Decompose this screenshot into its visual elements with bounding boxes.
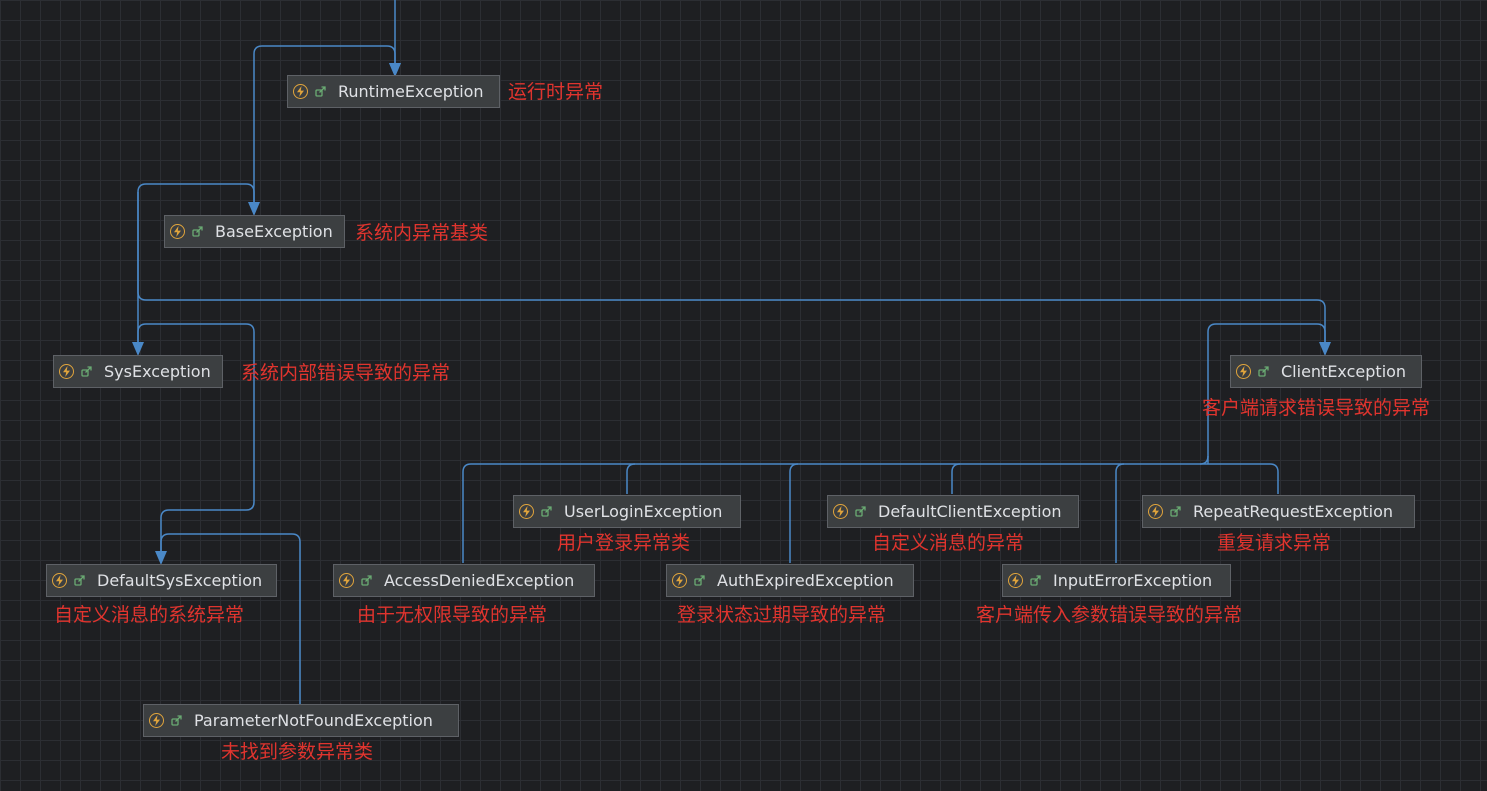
node-label: AuthExpiredException: [717, 571, 894, 590]
node-default-client-exception[interactable]: DefaultClientException: [827, 495, 1079, 528]
public-modifier-icon: [171, 715, 182, 726]
edge-sys-base: [137, 183, 260, 354]
note-client-exception: 客户端请求错误导致的异常: [1202, 397, 1431, 419]
public-modifier-icon: [192, 226, 203, 237]
note-default-sys-exception: 自定义消息的系统异常: [54, 604, 245, 626]
public-modifier-icon: [855, 506, 866, 517]
public-modifier-icon: [1170, 506, 1181, 517]
note-base-exception: 系统内异常基类: [355, 222, 489, 244]
public-modifier-icon: [81, 366, 92, 377]
exception-class-icon: [170, 224, 185, 239]
node-label: SysException: [104, 362, 211, 381]
node-label: RuntimeException: [338, 82, 484, 101]
edge-defaultclient-bus: [951, 463, 961, 494]
node-client-exception[interactable]: ClientException: [1230, 355, 1422, 388]
exception-class-icon: [1236, 364, 1251, 379]
exception-class-icon: [52, 573, 67, 588]
node-label: ClientException: [1281, 362, 1407, 381]
note-runtime-exception: 运行时异常: [508, 81, 604, 103]
node-input-error-exception[interactable]: InputErrorException: [1002, 564, 1231, 597]
node-repeat-request-exception[interactable]: RepeatRequestException: [1142, 495, 1415, 528]
note-parameter-not-found-exception: 未找到参数异常类: [221, 741, 374, 763]
exception-class-icon: [149, 713, 164, 728]
edge-base-runtime: [253, 45, 401, 214]
edge-clientsubs-client: [1207, 323, 1331, 464]
exception-class-icon: [293, 84, 308, 99]
node-label: DefaultClientException: [878, 502, 1062, 521]
node-auth-expired-exception[interactable]: AuthExpiredException: [666, 564, 914, 597]
exception-class-icon: [1148, 504, 1163, 519]
note-access-denied-exception: 由于无权限导致的异常: [357, 604, 548, 626]
edge-inputerror-bus: [1115, 463, 1125, 563]
node-sys-exception[interactable]: SysException: [53, 355, 223, 388]
note-auth-expired-exception: 登录状态过期导致的异常: [677, 604, 887, 626]
node-access-denied-exception[interactable]: AccessDeniedException: [333, 564, 595, 597]
node-user-login-exception[interactable]: UserLoginException: [513, 495, 741, 528]
edge-userlogin-bus: [626, 463, 636, 494]
exception-class-icon: [833, 504, 848, 519]
node-label: ParameterNotFoundException: [194, 711, 433, 730]
note-sys-exception: 系统内部错误导致的异常: [241, 362, 451, 384]
public-modifier-icon: [541, 506, 552, 517]
exception-class-icon: [1008, 573, 1023, 588]
node-label: BaseException: [215, 222, 333, 241]
note-input-error-exception: 客户端传入参数错误导致的异常: [976, 604, 1243, 626]
note-user-login-exception: 用户登录异常类: [557, 532, 691, 554]
public-modifier-icon: [1258, 366, 1269, 377]
node-label: RepeatRequestException: [1193, 502, 1394, 521]
node-label: UserLoginException: [564, 502, 723, 521]
public-modifier-icon: [694, 575, 705, 586]
node-parameter-not-found-exception[interactable]: ParameterNotFoundException: [143, 704, 459, 737]
exception-class-icon: [59, 364, 74, 379]
public-modifier-icon: [315, 86, 326, 97]
node-label: AccessDeniedException: [384, 571, 575, 590]
note-default-client-exception: 自定义消息的异常: [872, 532, 1025, 554]
node-default-sys-exception[interactable]: DefaultSysException: [46, 564, 277, 597]
node-base-exception[interactable]: BaseException: [164, 215, 345, 248]
public-modifier-icon: [1030, 575, 1041, 586]
exception-class-icon: [672, 573, 687, 588]
exception-class-icon: [339, 573, 354, 588]
edge-authexpired-bus: [789, 463, 799, 563]
public-modifier-icon: [74, 575, 85, 586]
exception-class-icon: [519, 504, 534, 519]
node-runtime-exception[interactable]: RuntimeException: [287, 75, 500, 108]
edge-bus-trunk: [1199, 455, 1209, 465]
note-repeat-request-exception: 重复请求异常: [1217, 532, 1332, 554]
node-label: DefaultSysException: [97, 571, 263, 590]
public-modifier-icon: [361, 575, 372, 586]
node-label: InputErrorException: [1053, 571, 1213, 590]
